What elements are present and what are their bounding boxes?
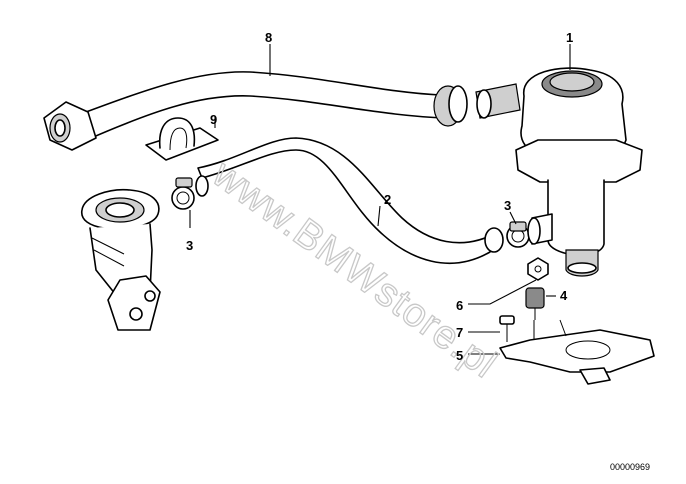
document-id: 00000969 xyxy=(610,462,650,472)
callout-1: 1 xyxy=(566,30,573,45)
air-pump-part-1 xyxy=(475,44,643,277)
callout-9: 9 xyxy=(210,112,217,127)
callout-5: 5 xyxy=(456,348,463,363)
callout-8: 8 xyxy=(265,30,272,45)
callout-7: 7 xyxy=(456,325,463,340)
hose-part-2 xyxy=(195,137,504,265)
mount-part-4 xyxy=(525,287,556,320)
air-valve-flange xyxy=(80,188,161,331)
callout-3a: 3 xyxy=(186,238,193,253)
clamp-part-3a xyxy=(171,177,195,228)
bracket-part-5 xyxy=(468,319,655,385)
clamp-part-3b xyxy=(506,211,530,248)
callout-4: 4 xyxy=(560,288,568,303)
leader-part-2 xyxy=(377,205,381,227)
callout-3b: 3 xyxy=(504,198,511,213)
nut-part-6 xyxy=(468,257,549,305)
bracket-part-9 xyxy=(145,117,219,161)
bolt-part-7 xyxy=(468,315,515,342)
hose-part-8 xyxy=(43,71,468,151)
callout-6: 6 xyxy=(456,298,463,313)
callout-2: 2 xyxy=(384,192,391,207)
